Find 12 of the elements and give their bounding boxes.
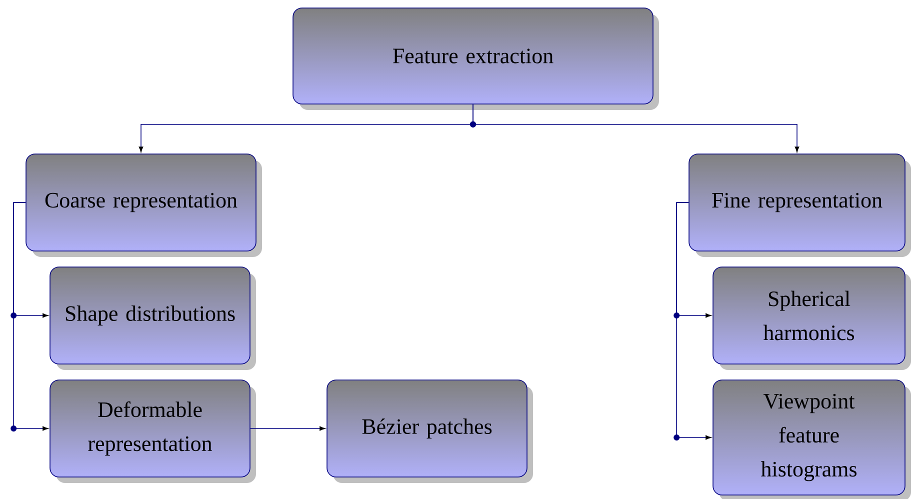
process-box: Shape distributions: [50, 266, 256, 370]
process-box: Spherical harmonics: [712, 266, 911, 370]
arrow: [470, 104, 800, 152]
process-box: Fine representation: [688, 154, 911, 257]
arrow: [10, 202, 48, 432]
process-box: Viewpoint feature histograms: [712, 380, 911, 499]
process-box: Bézier patches: [326, 380, 533, 483]
arrow: [674, 202, 712, 440]
process-box: Deformable representation: [50, 380, 256, 483]
arrow: [250, 426, 326, 431]
process-box: Coarse representation: [26, 154, 262, 257]
process-box: Feature extraction: [292, 8, 659, 110]
